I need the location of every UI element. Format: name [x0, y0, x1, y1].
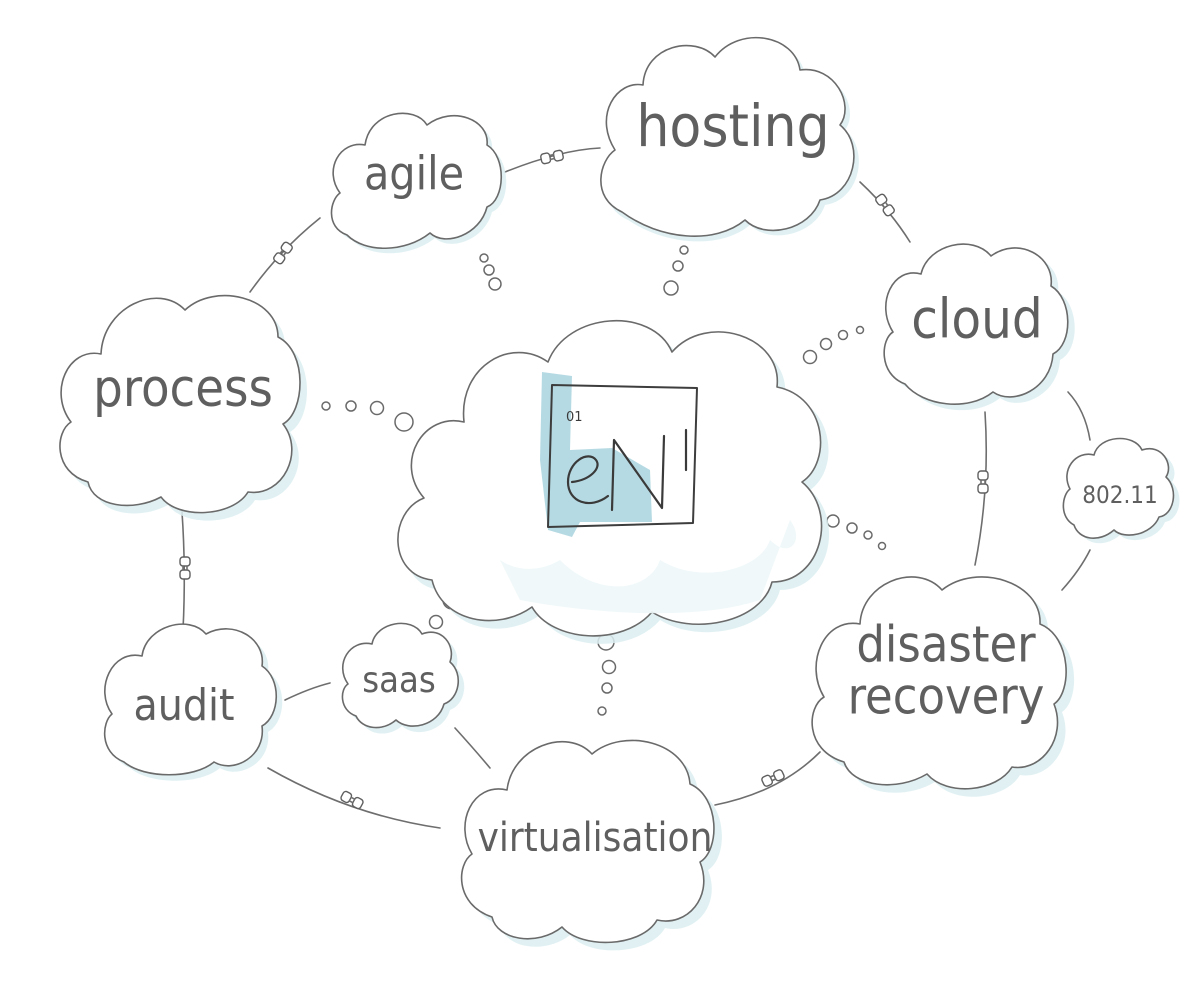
trail-to-virtualisation: [597, 633, 617, 716]
connector-agile-hosting: [504, 147, 601, 173]
cloud-agile: agile: [330, 112, 507, 254]
plug-icon: [340, 790, 364, 810]
plug-icon: [875, 193, 895, 217]
cloud-virtualisation: virtualisation: [460, 739, 722, 951]
connector-audit-virtualisation: [267, 767, 441, 829]
cloud-wifi: 802.11: [1062, 437, 1180, 544]
plug-icon: [761, 769, 785, 787]
cloud-label-audit: audit: [134, 680, 235, 731]
cloud-label-recovery: recovery: [848, 668, 1045, 726]
connector-virtualisation-disaster: [714, 751, 821, 806]
plug-icon: [977, 470, 989, 494]
logo-wash: [540, 372, 652, 537]
cloud-cloud: cloud: [883, 243, 1075, 411]
trail-to-agile: [479, 253, 502, 291]
connector-cloud-wifi: [1067, 391, 1091, 441]
trail-to-disaster: [826, 514, 887, 551]
trail-to-process: [321, 400, 414, 432]
cloud-audit: audit: [103, 623, 283, 781]
logo-letter-n: [610, 434, 666, 512]
connector-wifi-disaster: [1061, 549, 1091, 591]
cloud-process: process: [59, 294, 308, 521]
cloud-disaster-recovery: disaster recovery: [811, 576, 1075, 797]
cloud-label-wifi: 802.11: [1082, 481, 1158, 509]
cloud-label-agile: agile: [364, 147, 464, 201]
connector-saas-virtualisation: [454, 727, 491, 769]
plug-icon: [540, 149, 564, 165]
connectors: [181, 147, 1091, 829]
cloud-label-saas: saas: [362, 660, 435, 701]
logo-superscript: 01: [566, 410, 583, 425]
en-logo: 01: [540, 372, 698, 537]
cloud-saas: saas: [341, 622, 465, 734]
trail-to-cloud: [802, 325, 865, 365]
cloud-label-disaster: disaster: [856, 616, 1036, 674]
logo-frame: [547, 384, 698, 528]
logo-letter-e: [566, 455, 610, 505]
cloud-label-virtualisation: virtualisation: [478, 815, 713, 861]
cloud-hosting: hosting: [600, 36, 859, 242]
connector-agile-process: [249, 217, 321, 293]
plug-icon: [179, 556, 191, 580]
cloud-label-process: process: [93, 359, 273, 419]
cloud-label-cloud: cloud: [911, 288, 1043, 351]
plug-icon: [273, 241, 293, 265]
trail-to-hosting: [663, 245, 689, 296]
plug-symbols: [179, 149, 989, 810]
connector-audit-saas: [284, 682, 331, 701]
cloud-label-hosting: hosting: [636, 92, 829, 160]
